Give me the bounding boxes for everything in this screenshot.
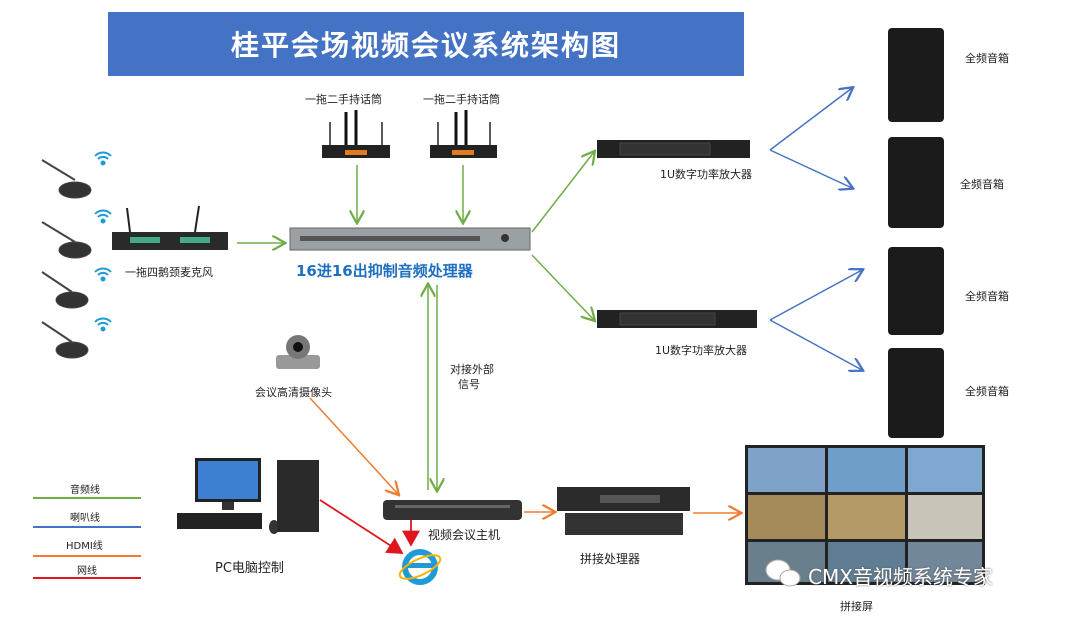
label-amp-2: 1U数字功率放大器 bbox=[655, 344, 748, 357]
label-pc: PC电脑控制 bbox=[215, 561, 284, 576]
handheld-receivers bbox=[322, 110, 497, 158]
network-lines bbox=[319, 499, 420, 554]
legend-audio-line bbox=[33, 497, 141, 499]
label-host: 视频会议主机 bbox=[428, 528, 501, 542]
wireless-receiver bbox=[112, 205, 228, 250]
label-speaker-2: 全频音箱 bbox=[960, 178, 1004, 191]
speaker-lines bbox=[769, 88, 862, 370]
speakers bbox=[888, 28, 944, 438]
watermark: CMX音视频系统专家 bbox=[808, 565, 993, 589]
label-external-signal-2: 信号 bbox=[458, 378, 480, 391]
label-camera: 会议高清摄像头 bbox=[255, 386, 332, 399]
legend-network-label: 网线 bbox=[77, 566, 97, 577]
legend-hdmi-label: HDMI线 bbox=[66, 541, 103, 552]
label-handheld-mic-1: 一拖二手持话筒 bbox=[305, 93, 382, 106]
audio-processor bbox=[289, 227, 531, 251]
label-splicer: 拼接处理器 bbox=[580, 552, 641, 566]
legend-network-line bbox=[33, 577, 141, 579]
label-handheld-mic-2: 一拖二手持话筒 bbox=[423, 93, 500, 106]
label-speaker-1: 全频音箱 bbox=[965, 52, 1009, 65]
label-speaker-4: 全频音箱 bbox=[965, 385, 1009, 398]
video-wall bbox=[745, 445, 985, 585]
label-processor: 16进16出抑制音频处理器 bbox=[296, 262, 473, 280]
splice-processor bbox=[557, 487, 690, 535]
legend-hdmi-line bbox=[33, 555, 141, 557]
legend-speaker-line bbox=[33, 526, 141, 528]
label-external-signal-1: 对接外部 bbox=[450, 363, 494, 376]
camera bbox=[276, 335, 320, 369]
label-video-wall: 拼接屏 bbox=[840, 600, 873, 613]
pc-computer bbox=[177, 458, 319, 534]
hdmi-lines bbox=[309, 397, 740, 513]
label-gooseneck-mic: 一拖四鹅颈麦克风 bbox=[125, 266, 213, 279]
wifi-icons bbox=[94, 151, 112, 332]
diagram-title: 桂平会场视频会议系统架构图 bbox=[108, 12, 744, 76]
wechat-icon bbox=[765, 559, 801, 587]
legend-speaker-label: 喇叭线 bbox=[70, 513, 100, 524]
audio-lines bbox=[237, 152, 594, 490]
legend-audio-label: 音频线 bbox=[70, 485, 100, 496]
amplifiers bbox=[597, 140, 757, 328]
ie-browser-icon bbox=[398, 549, 442, 585]
label-speaker-3: 全频音箱 bbox=[965, 290, 1009, 303]
video-conference-host bbox=[383, 500, 522, 520]
label-amp-1: 1U数字功率放大器 bbox=[660, 168, 753, 181]
gooseneck-mic-icons bbox=[41, 159, 92, 359]
